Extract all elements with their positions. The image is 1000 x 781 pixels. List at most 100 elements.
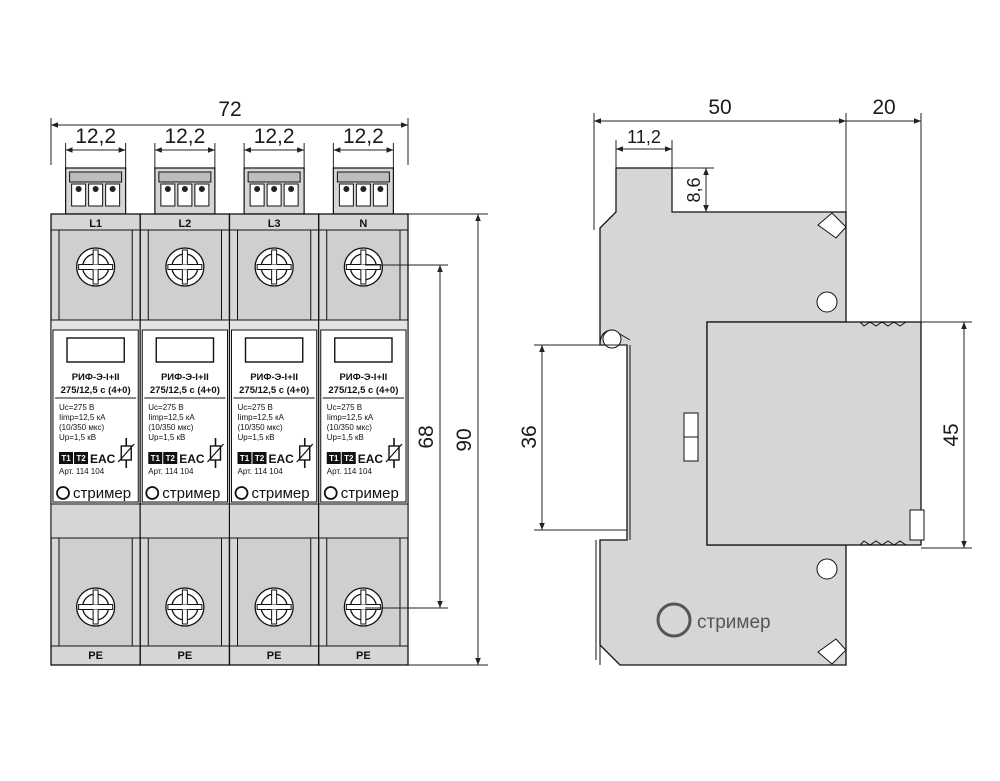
article-number: Арт. 114 104: [59, 467, 105, 476]
badge-t1: T1: [329, 454, 339, 463]
top-terminal-screw-icon: [254, 247, 294, 287]
spec-up: Up=1,5 кВ: [148, 433, 185, 442]
dimension-front-height: 45: [921, 321, 972, 549]
side-latch: [909, 509, 925, 541]
spec-uc: Uc=275 В: [59, 403, 94, 412]
article-number: Арт. 114 104: [327, 467, 373, 476]
dim-68-label: 68: [415, 425, 438, 448]
status-window: [334, 337, 393, 363]
brand-logo: стример: [56, 485, 131, 502]
dimension-total-width: 72: [50, 98, 409, 165]
dim-72-label: 72: [218, 98, 241, 121]
terminal-block: [332, 167, 394, 215]
module-top-label: L1: [89, 218, 102, 230]
top-terminal-screw-icon: [75, 247, 116, 287]
brand-text: стример: [73, 485, 131, 502]
terminal-block: [65, 167, 127, 215]
article-number: Арт. 114 104: [238, 467, 284, 476]
model-line2: 275/12,5 с (4+0): [328, 385, 398, 396]
badge-t2: T2: [76, 454, 86, 463]
side-clip-bottom: [817, 638, 847, 665]
dim-20-label: 20: [872, 96, 895, 119]
spec-uc: Uc=275 В: [238, 403, 273, 412]
spec-wave: (10/350 мкс): [327, 423, 372, 432]
eac-mark: EAC: [358, 452, 384, 466]
model-line1: РИФ-Э-I+II: [339, 372, 387, 383]
varistor-symbol-icon: [385, 438, 403, 468]
module-top-label: L2: [178, 218, 191, 230]
spec-iimp: Iimp=12,5 кА: [327, 413, 374, 422]
module-top-label: L3: [268, 218, 281, 230]
badge-t2: T2: [255, 454, 265, 463]
badge-t1: T1: [151, 454, 161, 463]
side-brand-logo: стример: [656, 602, 771, 638]
article-number: Арт. 114 104: [148, 467, 194, 476]
eac-mark: EAC: [179, 452, 205, 466]
dim-50-label: 50: [708, 96, 731, 119]
dim-12-2-label: 12,2: [75, 125, 116, 148]
dimension-height-terminals: 68: [365, 264, 448, 609]
eac-mark: EAC: [90, 452, 116, 466]
brand-logo: стример: [323, 485, 399, 502]
badge-t2: T2: [166, 454, 176, 463]
dimension-module-width: 12,2: [65, 125, 127, 170]
eac-mark: EAC: [269, 452, 295, 466]
dimension-module-width: 12,2: [243, 125, 305, 170]
dim-12-2-label: 12,2: [343, 125, 384, 148]
terminal-block: [154, 167, 216, 215]
model-line1: РИФ-Э-I+II: [250, 372, 298, 383]
status-window: [155, 337, 215, 363]
spec-iimp: Iimp=12,5 кА: [148, 413, 195, 422]
brand-text: стример: [252, 485, 310, 502]
dim-8-6-label: 8,6: [684, 177, 704, 202]
module-bottom-label: PE: [178, 650, 193, 662]
dimension-extra: 20: [846, 96, 922, 330]
side-hole-upper: [816, 291, 838, 313]
side-front-block: [706, 321, 922, 546]
spec-uc: Uc=275 В: [148, 403, 183, 412]
spec-wave: (10/350 мкс): [59, 423, 104, 432]
side-brand-text: стример: [697, 612, 771, 633]
spec-uc: Uc=275 В: [327, 403, 362, 412]
badge-t2: T2: [344, 454, 354, 463]
spec-iimp: Iimp=12,5 кА: [59, 413, 106, 422]
side-clip-top: [817, 212, 847, 239]
varistor-symbol-icon: [296, 438, 314, 468]
dim-11-2-label: 11,2: [627, 127, 661, 147]
dim-90-label: 90: [453, 428, 476, 451]
spec-up: Up=1,5 кВ: [238, 433, 275, 442]
top-terminal-screw-icon: [165, 247, 205, 287]
dim-12-2-label: 12,2: [164, 125, 205, 148]
status-window: [244, 337, 304, 363]
dim-12-2-label: 12,2: [254, 125, 295, 148]
terminal-block: [243, 167, 305, 215]
model-line1: РИФ-Э-I+II: [72, 372, 120, 383]
spec-wave: (10/350 мкс): [148, 423, 193, 432]
spec-up: Up=1,5 кВ: [327, 433, 364, 442]
bottom-terminal-screw-icon: [75, 587, 116, 627]
dim-36-label: 36: [518, 425, 541, 448]
model-line2: 275/12,5 с (4+0): [61, 385, 131, 396]
model-line1: РИФ-Э-I+II: [161, 372, 209, 383]
brand-text: стример: [162, 485, 220, 502]
dim-45-label: 45: [940, 423, 963, 446]
side-body: [599, 167, 847, 666]
side-view: 50 20 11,2 8,6: [518, 96, 972, 666]
model-line2: 275/12,5 с (4+0): [239, 385, 309, 396]
dimension-depth: 50: [593, 96, 847, 230]
status-window: [66, 337, 125, 363]
side-hole-lower: [816, 558, 838, 580]
top-terminal-screw-icon: [343, 247, 384, 287]
badge-t1: T1: [240, 454, 250, 463]
spec-up: Up=1,5 кВ: [59, 433, 96, 442]
dimension-height-total: 90: [408, 213, 488, 666]
bottom-terminal-screw-icon: [343, 587, 384, 627]
dimension-module-width: 12,2: [154, 125, 216, 170]
model-line2: 275/12,5 с (4+0): [150, 385, 220, 396]
spec-iimp: Iimp=12,5 кА: [238, 413, 285, 422]
